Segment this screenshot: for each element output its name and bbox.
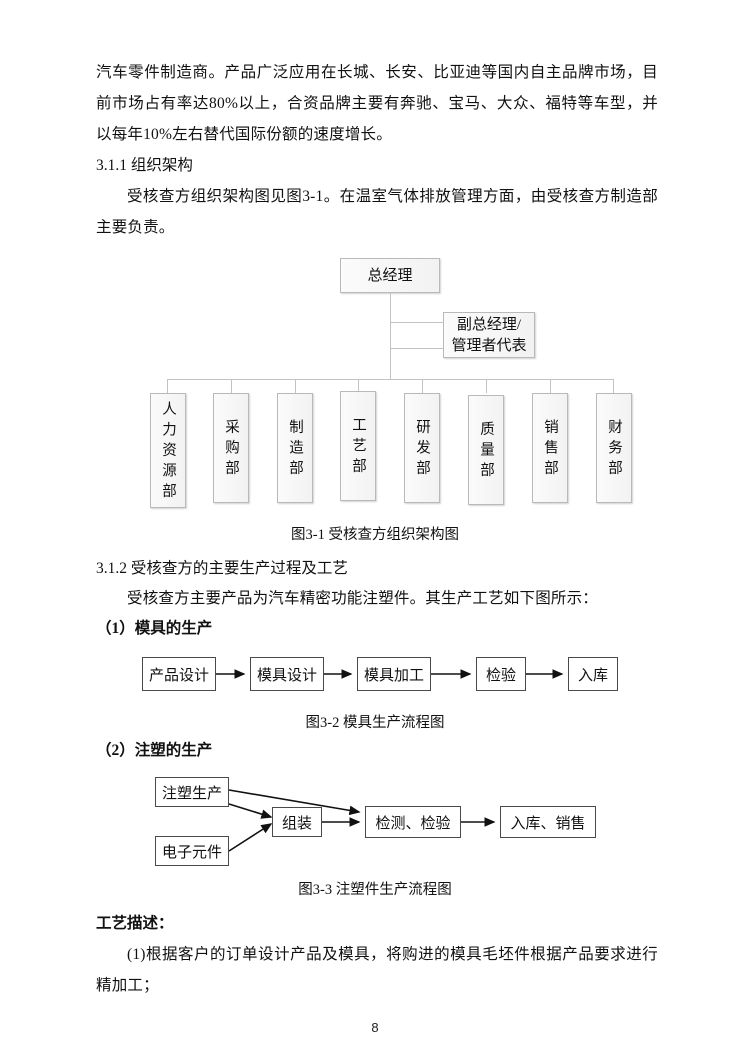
flow-node-label: 入库、销售 [510, 815, 586, 832]
org-node-procurement: 采购部 [213, 393, 249, 503]
org-node-label-line1: 副总经理/ [456, 316, 522, 333]
org-node-general-manager: 总经理 [340, 258, 440, 293]
subsection-injection-production-heading: （2）注塑的生产 [96, 742, 213, 759]
section-3-1-1-body: 受核查方组织架构图见图3-1。在温室气体排放管理方面，由受核查方制造部主要负责。 [96, 188, 658, 236]
flow-node-label: 电子元件 [161, 844, 222, 861]
section-3-1-2-body: 受核查方主要产品为汽车精密功能注塑件。其生产工艺如下图所示： [127, 590, 599, 607]
org-node-label: 总经理 [367, 267, 413, 284]
org-node-label: 质量部 [478, 421, 494, 483]
flow-node-label: 注塑生产 [161, 785, 222, 802]
flow-node-testing-inspection: 检测、检验 [365, 806, 461, 838]
org-connector-drop-4 [358, 379, 359, 393]
org-connector-drop-5 [422, 379, 423, 393]
org-node-label: 制造部 [287, 419, 303, 481]
flowchart-injection-arrows [228, 789, 496, 852]
figure-3-2-caption: 图3-2 模具生产流程图 [305, 715, 445, 731]
flow-node-label: 模具设计 [256, 667, 317, 684]
flowchart-mold-arrows [216, 669, 564, 679]
flow-node-inspection: 检验 [476, 657, 526, 691]
org-node-deputy-general-manager: 副总经理/ 管理者代表 [443, 312, 535, 358]
flow-node-label: 检验 [485, 667, 516, 684]
figure-3-3-caption: 图3-3 注塑件生产流程图 [298, 882, 452, 898]
org-connector-drop-8 [613, 379, 614, 393]
process-description-heading: 工艺描述： [96, 915, 174, 932]
org-chart-figure: 总经理 副总经理/ 管理者代表 人力资源部 采购部 制造部 [0, 250, 750, 520]
flow-node-label: 检测、检验 [375, 815, 451, 832]
org-node-manufacturing: 制造部 [277, 393, 313, 503]
org-node-label-line2: 管理者代表 [451, 337, 527, 354]
flowchart-mold-production: 产品设计 模具设计 模具加工 检验 入库 [0, 652, 750, 702]
org-connector-deputy-lower [390, 348, 443, 349]
org-node-finance: 财务部 [596, 393, 632, 503]
intro-paragraph: 汽车零件制造商。产品广泛应用在长城、长安、比亚迪等国内自主品牌市场，目前市场占有… [96, 64, 658, 143]
org-node-quality: 质量部 [468, 395, 504, 505]
org-connector-bus [167, 379, 613, 380]
org-node-rnd: 研发部 [404, 393, 440, 503]
flow-node-mold-design: 模具设计 [250, 657, 324, 691]
org-node-label: 销售部 [542, 419, 558, 481]
flow-node-electronic-components: 电子元件 [155, 836, 229, 866]
page-number: 8 [371, 1020, 379, 1035]
org-connector-drop-7 [550, 379, 551, 393]
org-connector-deputy-upper [390, 322, 443, 323]
org-connector-trunk [390, 293, 391, 379]
section-3-1-1-heading: 3.1.1 组织架构 [96, 157, 193, 174]
flow-node-mold-machining: 模具加工 [357, 657, 431, 691]
org-node-sales: 销售部 [532, 393, 568, 503]
org-node-label: 采购部 [223, 419, 239, 481]
flow-node-label: 模具加工 [363, 667, 424, 684]
section-3-1-2-heading: 3.1.2 受核查方的主要生产过程及工艺 [96, 560, 348, 577]
flow-node-label: 入库 [577, 667, 608, 684]
org-node-label: 财务部 [606, 419, 622, 481]
flow-node-injection-production: 注塑生产 [155, 777, 229, 807]
org-connector-drop-1 [167, 379, 168, 393]
org-node-label: 工艺部 [350, 417, 366, 479]
flow-node-assembly: 组装 [272, 807, 322, 837]
figure-3-1-caption: 图3-1 受核查方组织架构图 [291, 527, 459, 543]
org-node-process: 工艺部 [340, 391, 376, 501]
org-node-label: 研发部 [414, 419, 430, 481]
org-connector-drop-3 [295, 379, 296, 393]
flow-node-warehousing-sales: 入库、销售 [500, 806, 596, 838]
org-node-hr: 人力资源部 [150, 393, 186, 508]
flow-node-product-design: 产品设计 [142, 657, 216, 691]
flow-node-label: 产品设计 [148, 667, 209, 684]
flowchart-injection-production: 注塑生产 电子元件 组装 检测、检验 入库、销售 [0, 772, 750, 872]
process-description-item-1: (1)根据客户的订单设计产品及模具，将购进的模具毛坯件根据产品要求进行精加工； [96, 946, 658, 994]
org-node-label: 人力资源部 [160, 401, 176, 504]
subsection-mold-production-heading: （1）模具的生产 [96, 620, 213, 637]
flow-node-label: 组装 [281, 815, 312, 832]
org-connector-drop-6 [486, 379, 487, 393]
flow-node-warehousing: 入库 [568, 657, 618, 691]
org-connector-drop-2 [231, 379, 232, 393]
